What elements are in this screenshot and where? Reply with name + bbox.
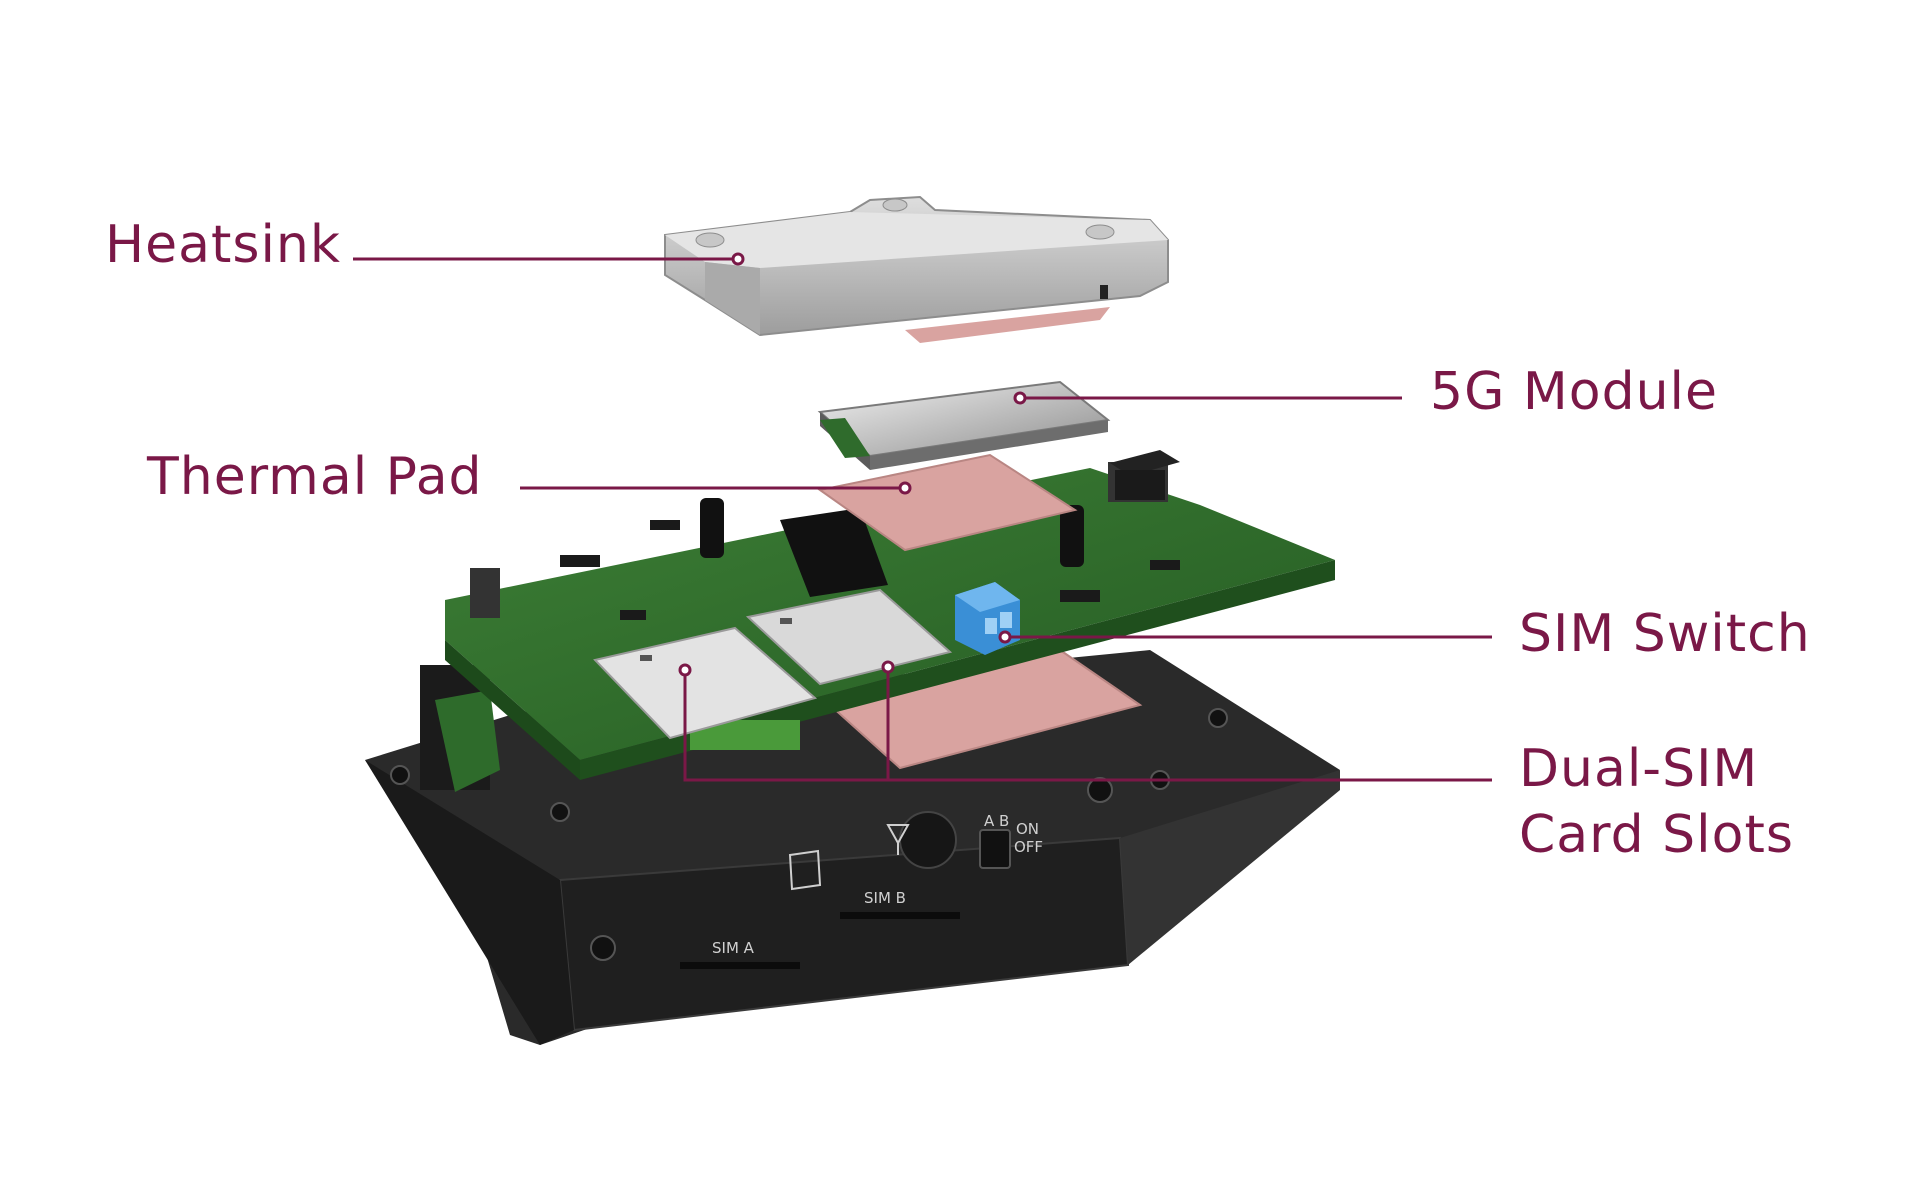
sim-switch-callout-dot (998, 630, 1012, 644)
switch-ab-marking: A B (984, 812, 1009, 830)
sim-card-slot-b (745, 588, 953, 686)
sim-slot-b-callout-dot (881, 660, 895, 674)
sim-switch-label: SIM Switch (1519, 604, 1811, 664)
sim-a-marking: SIM A (712, 939, 755, 957)
heatsink-callout-dot (731, 252, 745, 266)
mode-switch (979, 829, 1011, 869)
front-panel: SIM A SIM B A B ON OFF (680, 811, 1043, 969)
side-board (435, 690, 500, 792)
sim-b-marking: SIM B (864, 889, 906, 907)
sim-card-icon (788, 849, 822, 891)
heatsink-block (664, 195, 1169, 343)
thermal-pad-label: Thermal Pad (147, 447, 483, 507)
antenna-connector (899, 811, 957, 869)
upper-thermal-pad (817, 453, 1078, 552)
sim-slot-a-callout-dot (678, 663, 692, 677)
sim-card-slot-a (593, 626, 818, 740)
switch-off-marking: OFF (1014, 838, 1043, 856)
dual-sim-slots-label: Dual-SIM Card Slots (1519, 736, 1794, 868)
dual-sim-slots-label-line1: Dual-SIM (1519, 739, 1759, 799)
callout-lines (353, 252, 1492, 782)
antenna-icon (886, 824, 910, 855)
heatsink-label: Heatsink (105, 215, 341, 275)
5g-module-label: 5G Module (1430, 362, 1718, 422)
module-callout-dot (1013, 391, 1027, 405)
dual-sim-slots-label-line2: Card Slots (1519, 805, 1794, 865)
switch-on-marking: ON (1016, 820, 1039, 838)
pin-header-right (1110, 450, 1180, 500)
thermal-pad-callout-dot (898, 481, 912, 495)
5g-module (817, 380, 1111, 470)
